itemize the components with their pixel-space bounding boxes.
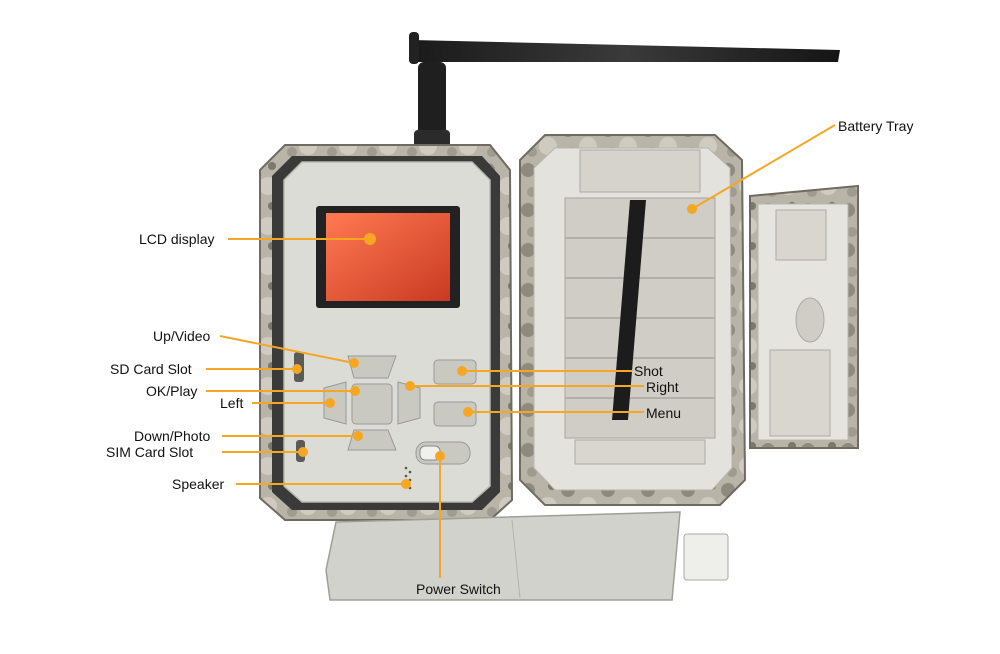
label-sim-card-slot: SIM Card Slot [106,444,193,460]
camera-front-housing [259,144,514,521]
label-down-photo: Down/Photo [134,428,210,444]
label-sd-card-slot: SD Card Slot [110,361,192,377]
battery-door [749,184,859,449]
antenna [409,32,840,156]
battery-strap [612,200,646,420]
label-right: Right [646,379,679,395]
lcd-screen [316,206,460,308]
label-menu: Menu [646,405,681,421]
callouts: Battery Tray LCD display Up/Video SD Car… [106,118,913,597]
label-speaker: Speaker [172,476,224,492]
camera-rear-housing [519,134,747,506]
up-button[interactable] [347,355,397,379]
label-battery-tray: Battery Tray [838,118,913,134]
label-power-switch: Power Switch [416,581,501,597]
label-ok-play: OK/Play [146,383,197,399]
label-lcd-display: LCD display [139,231,214,247]
bottom-cover [325,511,729,601]
label-shot: Shot [634,363,663,379]
label-up-video: Up/Video [153,328,211,344]
ok-button[interactable] [351,383,393,425]
label-left: Left [220,395,243,411]
